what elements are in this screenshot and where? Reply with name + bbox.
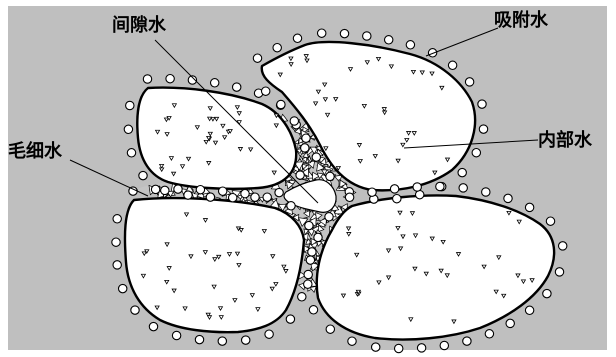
adsorbed-water-bubble [463,337,471,345]
adsorbed-water-bubble [196,186,204,194]
adsorbed-water-bubble [233,83,241,91]
adsorbed-water-bubble [304,280,312,288]
adsorbed-water-bubble [290,117,298,125]
adsorbed-water-bubble [308,248,316,256]
adsorbed-water-bubble [113,261,121,269]
adsorbed-water-bubble [395,344,403,352]
adsorbed-water-bubble [459,184,467,192]
adsorbed-water-bubble [139,171,147,179]
adsorbed-water-bubble [262,87,270,95]
adsorbed-water-bubble [305,221,313,229]
adsorbed-water-bubble [119,284,127,292]
adsorbed-water-bubble [348,337,356,345]
adsorbed-water-bubble [113,215,121,223]
adsorbed-water-bubble [416,191,424,199]
adsorbed-water-bubble [124,125,132,133]
adsorbed-water-bubble [440,341,448,349]
adsorbed-water-bubble [265,330,273,338]
adsorbed-water-bubble [298,293,306,301]
adsorbed-water-bubble [525,306,533,314]
internal-water-label: 内部水 [538,129,593,151]
capillary-water-label: 毛细水 [8,140,63,162]
adsorbed-water-bubble [304,270,312,278]
adsorbed-water-bubble [275,188,283,196]
adsorbed-water-bubble [166,75,174,83]
adsorbed-water-bubble [504,194,512,202]
adsorbed-water-bubble [211,79,219,87]
adsorbed-water-bubble [479,125,487,133]
adsorbed-water-bubble [263,193,271,201]
adsorbed-water-bubble [326,325,334,333]
adsorbed-water-bubble [172,331,180,339]
adsorbed-water-bubble [302,134,310,142]
adsorbed-water-bubble [309,306,317,314]
adsorbed-water-label: 吸附水 [494,9,549,31]
adsorbed-water-bubble [363,32,371,40]
adsorbed-water-bubble [219,187,227,195]
adsorbed-water-bubble [251,193,259,201]
adsorbed-water-bubble [195,335,203,343]
adsorbed-water-bubble [306,256,314,264]
adsorbed-water-bubble [325,213,333,221]
adsorbed-water-bubble [127,149,135,157]
adsorbed-water-bubble [472,149,480,157]
adsorbed-water-bubble [143,75,151,83]
adsorbed-water-bubble [390,185,398,193]
pore-water-label: 间隙水 [112,14,167,36]
adsorbed-water-bubble [478,100,486,108]
adsorbed-water-bubble [151,185,159,193]
adsorbed-water-bubble [273,44,281,52]
adsorbed-water-bubble [465,78,473,86]
adsorbed-water-bubble [417,344,425,352]
adsorbed-water-bubble [413,183,421,191]
adsorbed-water-bubble [277,100,285,108]
adsorbed-water-bubble [506,319,514,327]
adsorbed-water-bubble [345,193,353,201]
adsorbed-water-bubble [242,336,250,344]
adsorbed-water-bubble [301,144,309,152]
adsorbed-water-bubble [340,29,348,37]
adsorbed-water-bubble [112,238,120,246]
adsorbed-water-bubble [161,186,169,194]
adsorbed-water-bubble [296,171,304,179]
particle-bottom-left [125,198,304,332]
adsorbed-water-bubble [546,217,554,225]
adsorbed-water-bubble [218,337,226,345]
adsorbed-water-bubble [318,29,326,37]
adsorbed-water-bubble [368,188,376,196]
adsorbed-water-bubble [436,182,444,190]
adsorbed-water-bubble [458,168,466,176]
adsorbed-water-bubble [293,34,301,42]
adsorbed-water-bubble [312,153,320,161]
adsorbed-water-bubble [286,315,294,323]
adsorbed-water-bubble [184,191,192,199]
adsorbed-water-bubble [126,101,134,109]
adsorbed-water-bubble [525,203,533,211]
adsorbed-water-bubble [555,268,563,276]
adsorbed-water-bubble [485,330,493,338]
adsorbed-water-bubble [241,190,249,198]
adsorbed-water-bubble [149,322,157,330]
adsorbed-water-bubble [174,185,182,193]
adsorbed-water-bubble [326,172,334,180]
adsorbed-water-bubble [206,193,214,201]
adsorbed-water-bubble [543,289,551,297]
adsorbed-water-bubble [385,36,393,44]
adsorbed-water-bubble [406,41,414,49]
adsorbed-water-bubble [253,54,261,62]
adsorbed-water-bubble [559,242,567,250]
adsorbed-water-bubble [482,188,490,196]
adsorbed-water-bubble [448,61,456,69]
adsorbed-water-bubble [229,194,237,202]
adsorbed-water-bubble [314,233,322,241]
adsorbed-water-bubble [287,202,295,210]
adsorbed-water-bubble [393,195,401,203]
adsorbed-water-bubble [372,343,380,351]
adsorbed-water-bubble [131,306,139,314]
